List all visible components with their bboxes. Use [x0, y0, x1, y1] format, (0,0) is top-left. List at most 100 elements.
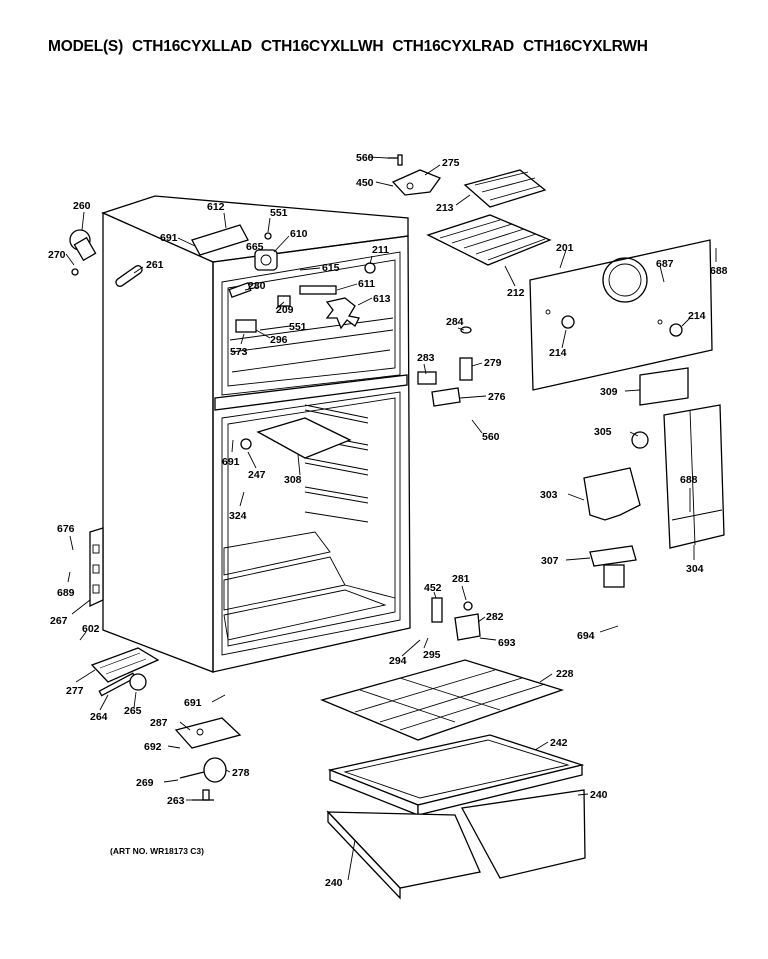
part-label-287: 287 [150, 717, 168, 729]
part-label-694: 694 [577, 630, 595, 642]
rear-bracket-277 [90, 647, 160, 683]
part-label-213: 213 [436, 202, 454, 214]
part-label-295: 295 [423, 649, 441, 661]
air-duct-304 [663, 404, 725, 549]
crisper-drawer-left-240 [326, 810, 481, 900]
part-label-247: 247 [248, 469, 266, 481]
part-label-263: 263 [167, 795, 185, 807]
part-label-284: 284 [446, 316, 464, 328]
part-label-307: 307 [541, 555, 559, 567]
part-label-279: 279 [484, 357, 502, 369]
part-label-278: 278 [232, 767, 250, 779]
part-label-201: 201 [556, 242, 574, 254]
part-label-691: 691 [184, 697, 202, 709]
part-label-303: 303 [540, 489, 558, 501]
part-label-610: 610 [290, 228, 308, 240]
part-label-560: 560 [356, 152, 374, 164]
top-hinge-assembly [388, 154, 442, 196]
part-label-687: 687 [656, 258, 674, 270]
ice-tray-shelf [426, 214, 552, 266]
evaporator-cover-201 [529, 239, 713, 391]
part-label-691: 691 [222, 456, 240, 468]
part-label-209: 209 [276, 304, 294, 316]
part-label-240: 240 [325, 877, 343, 889]
part-label-611: 611 [358, 278, 375, 290]
part-label-612: 612 [207, 201, 225, 213]
part-label-551: 551 [270, 207, 288, 219]
part-label-693: 693 [498, 637, 516, 649]
part-label-275: 275 [442, 157, 460, 169]
part-label-211: 211 [372, 244, 389, 256]
model-number: CTH16CYXLRWH [523, 38, 648, 55]
crisper-cover-242 [327, 734, 585, 816]
part-label-304: 304 [686, 563, 704, 575]
light-shield-308 [240, 417, 352, 459]
part-label-265: 265 [124, 705, 142, 717]
part-label-692: 692 [144, 741, 162, 753]
duct-303 [583, 467, 641, 521]
model-number: CTH16CYXLLWH [260, 38, 384, 55]
model-number: CTH16CYXLLAD [132, 38, 252, 55]
part-label-688: 688 [680, 474, 698, 486]
part-label-689: 689 [57, 587, 75, 599]
fan-305 [631, 431, 649, 449]
part-labels: 560 275 450 213 260 270 261 612 691 665 … [48, 152, 728, 889]
leader-lines [65, 156, 717, 881]
part-label-282: 282 [486, 611, 504, 623]
part-label-296: 296 [270, 334, 288, 346]
part-label-309: 309 [600, 386, 618, 398]
model-number: CTH16CYXLRAD [392, 38, 515, 55]
part-label-676: 676 [57, 523, 75, 535]
part-label-280: 280 [248, 280, 266, 292]
part-label-212: 212 [507, 287, 525, 299]
ice-tray [463, 169, 547, 208]
part-label-450: 450 [356, 177, 374, 189]
diagram-title: MODEL(S) CTH16CYXLLAD CTH16CYXLLWH CTH16CYX… [48, 38, 657, 56]
part-label-665: 665 [246, 241, 264, 253]
part-label-277: 277 [66, 685, 84, 697]
part-label-264: 264 [90, 711, 108, 723]
art-number: (ART NO. WR18173 C3) [110, 846, 204, 856]
part-label-602: 602 [82, 623, 100, 635]
part-label-573: 573 [230, 346, 248, 358]
part-label-283: 283 [417, 352, 435, 364]
part-label-270: 270 [48, 249, 66, 261]
part-label-691: 691 [160, 232, 178, 244]
part-label-240: 240 [590, 789, 608, 801]
part-label-267: 267 [50, 615, 68, 627]
part-label-324: 324 [229, 510, 247, 522]
part-label-294: 294 [389, 655, 407, 667]
leveling-leg-265 [98, 672, 147, 697]
part-label-214: 214 [549, 347, 567, 359]
crisper-drawer-right-240 [460, 789, 586, 879]
compressor-mount-287 [174, 717, 242, 749]
part-label-613: 613 [373, 293, 391, 305]
part-label-261: 261 [146, 259, 164, 271]
wire-shelf-228 [320, 659, 565, 741]
light-socket-260 [69, 229, 97, 276]
part-label-615: 615 [322, 262, 340, 274]
lower-right-hinge [431, 597, 481, 641]
part-label-269: 269 [136, 777, 154, 789]
part-label-242: 242 [550, 737, 568, 749]
part-label-688: 688 [710, 265, 728, 277]
tube-261 [115, 265, 143, 287]
part-label-560: 560 [482, 431, 500, 443]
part-label-214: 214 [688, 310, 706, 322]
bracket-307 [589, 545, 637, 588]
part-label-551: 551 [289, 321, 307, 333]
label-309 [639, 367, 689, 406]
part-label-305: 305 [594, 426, 612, 438]
part-label-281: 281 [452, 573, 470, 585]
part-label-276: 276 [488, 391, 506, 403]
damper-parts [417, 326, 473, 407]
part-label-308: 308 [284, 474, 302, 486]
part-label-260: 260 [73, 200, 91, 212]
part-label-452: 452 [424, 582, 442, 594]
title-prefix: MODEL(S) [48, 38, 124, 55]
part-label-228: 228 [556, 668, 574, 680]
freezer-controls [191, 224, 376, 333]
roller-278 [179, 757, 227, 801]
refrigerator-cabinet [89, 195, 411, 673]
